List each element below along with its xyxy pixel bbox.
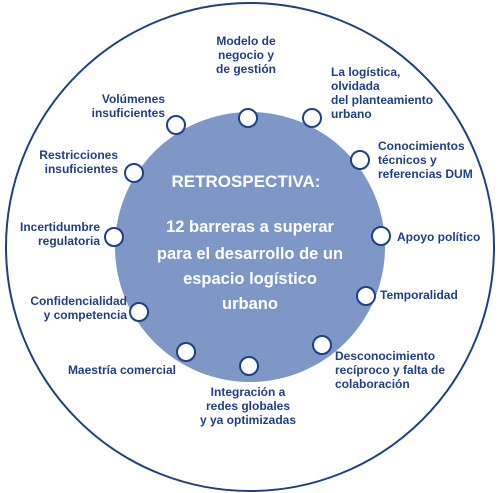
- barrier-node: [350, 150, 370, 170]
- barrier-label-line: del planteamiento: [331, 93, 433, 107]
- barrier-label-line: y competencia: [44, 308, 128, 322]
- barrier-label-line: Modelo de: [216, 34, 276, 48]
- barrier-label-line: técnicos y: [378, 153, 437, 167]
- center-title: RETROSPECTIVA:: [172, 172, 321, 191]
- barrier-node: [371, 226, 391, 246]
- barrier-label-line: Desconocimiento: [335, 349, 435, 363]
- barrier-label-line: olvidada: [331, 79, 380, 93]
- barrier-label-line: Confidencialidad: [30, 294, 127, 308]
- barrier-node: [302, 108, 322, 128]
- barrier-label-line: Integración a: [211, 385, 286, 399]
- barrier-label-line: negocio y: [218, 48, 274, 62]
- barrier-label-line: referencias DUM: [378, 167, 473, 181]
- barrier-label-line: colaboración: [335, 377, 410, 391]
- center-body-line: para el desarrollo de un: [157, 245, 343, 263]
- center-body: 12 barreras a superar para el desarrollo …: [157, 218, 343, 313]
- barrier-label-line: recíproco y falta de: [335, 363, 445, 377]
- barrier-label-line: de gestión: [216, 62, 276, 76]
- center-body-line: 12 barreras a superar: [166, 218, 334, 236]
- center-body-line: urbano: [222, 295, 278, 313]
- barrier-nodes: [104, 108, 391, 376]
- barrier-node: [104, 227, 124, 247]
- barrier-label-line: Incertidumbre: [20, 220, 100, 234]
- barrier-label-line: Volúmenes: [102, 92, 165, 106]
- barrier-label-line: y ya optimizadas: [200, 413, 296, 427]
- barrier-label-line: La logística,: [331, 65, 400, 79]
- barrier-label-line: insuficientes: [92, 106, 166, 120]
- barrier-node: [166, 115, 186, 135]
- barrier-node: [312, 335, 332, 355]
- barrier-node: [124, 163, 144, 183]
- barrier-label-line: Maestría comercial: [68, 363, 176, 377]
- barrier-label-line: Conocimientos: [378, 139, 465, 153]
- barrier-label-line: urbano: [331, 107, 372, 121]
- barrier-label-line: Restricciones: [39, 148, 118, 162]
- barrier-node: [356, 286, 376, 306]
- barrier-label-line: redes globales: [206, 399, 290, 413]
- barrier-label-line: Temporalidad: [380, 288, 458, 302]
- barrier-label-line: Apoyo político: [397, 230, 480, 244]
- barrier-node: [239, 356, 259, 376]
- barrier-label-line: regulatoria: [38, 234, 100, 248]
- barrier-node: [176, 342, 196, 362]
- barrier-label: Temporalidad: [380, 288, 458, 302]
- center-body-line: espacio logístico: [183, 270, 317, 288]
- barrier-label: Apoyo político: [397, 230, 480, 244]
- barrier-node: [129, 302, 149, 322]
- barrier-label: Maestría comercial: [68, 363, 176, 377]
- barrier-label-line: insuficientes: [45, 162, 119, 176]
- barrier-node: [238, 108, 258, 128]
- inner-circle: [115, 112, 385, 382]
